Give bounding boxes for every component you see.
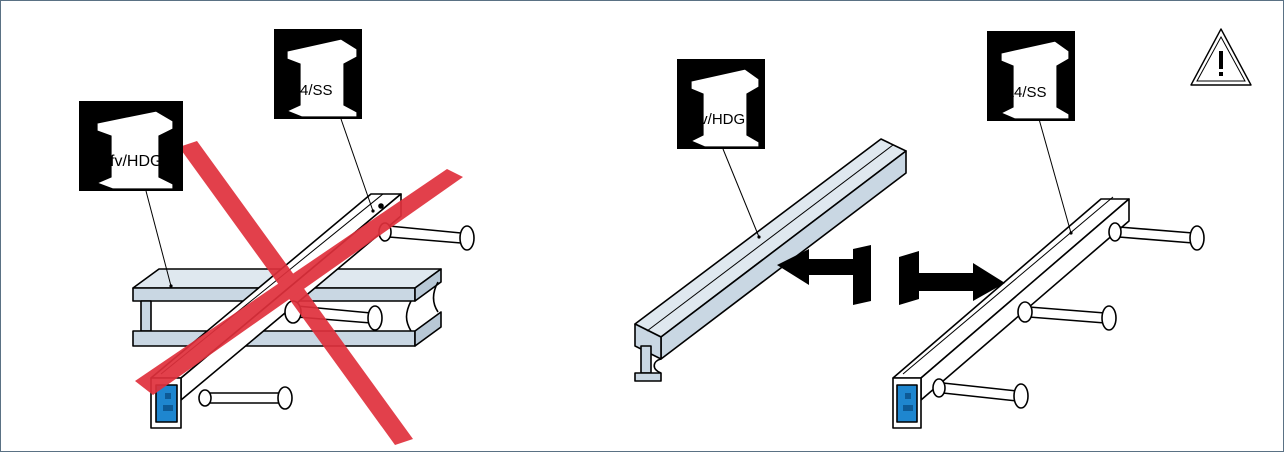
leader-lines	[722, 118, 1073, 239]
beam-material-label-box: fv/HDG	[677, 59, 765, 149]
separation-arrows	[777, 245, 1005, 305]
rail-bolts	[932, 222, 1205, 409]
prohibited-cross-icon	[135, 141, 463, 445]
rail-material-label-box: A4/SS	[987, 31, 1075, 121]
isolation-plate-right	[899, 251, 919, 305]
rail-material-label: A4/SS	[1004, 84, 1047, 101]
rail-material-label: A4/SS	[290, 82, 333, 99]
arrow-right-icon	[919, 263, 1005, 301]
isolation-plate-left	[853, 245, 871, 305]
stainless-rail	[892, 196, 1130, 429]
beam-material-label: fv/HDG	[696, 111, 745, 128]
leader-lines	[145, 118, 375, 288]
rail-material-label-box: A4/SS	[274, 29, 362, 119]
galvanized-beam-diagonal	[634, 138, 907, 382]
incorrect-panel: fv/HDG A4/SS	[79, 29, 475, 445]
beam-material-label-box: fv/HDG	[79, 101, 183, 191]
beam-material-label: fv/HDG	[110, 153, 162, 170]
warning-triangle-icon	[1190, 28, 1252, 86]
correct-panel: fv/HDG A4/SS	[634, 31, 1205, 429]
arrow-left-icon	[777, 249, 853, 285]
